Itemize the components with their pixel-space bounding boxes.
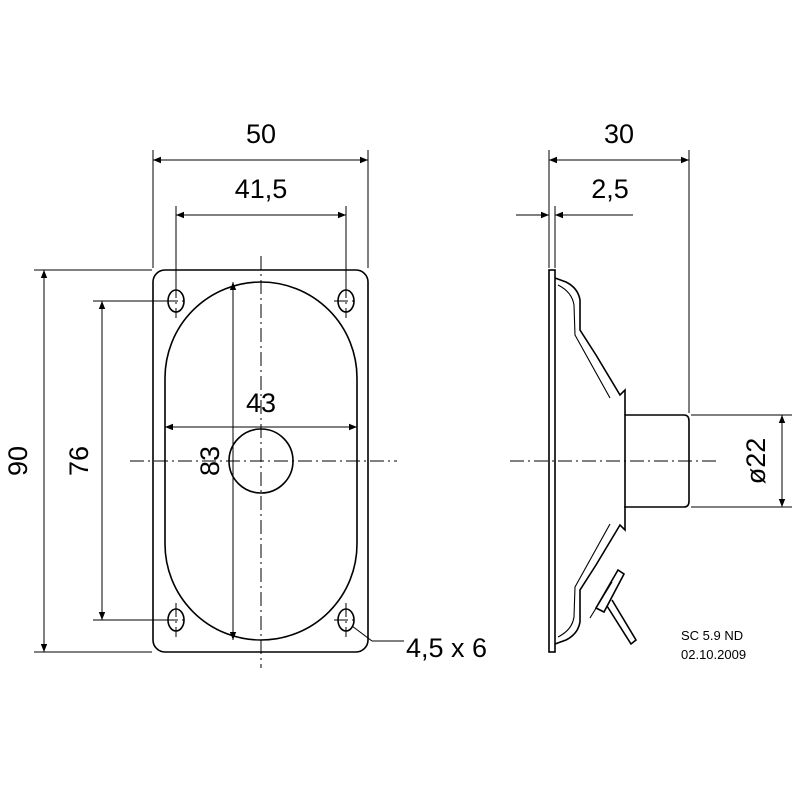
side-flange bbox=[548, 269, 556, 653]
dim-height-holes: 76 bbox=[64, 300, 174, 621]
speaker-cone bbox=[164, 281, 358, 641]
dim-label-43: 43 bbox=[246, 388, 276, 418]
speaker-frame bbox=[152, 269, 369, 653]
dim-label-83: 83 bbox=[195, 446, 225, 476]
dim-label-90: 90 bbox=[3, 446, 33, 476]
dim-magnet-diameter: ø22 bbox=[691, 414, 792, 508]
dim-height-outer: 90 bbox=[3, 269, 152, 653]
dim-label-2-5: 2,5 bbox=[591, 174, 629, 204]
dim-label-hole-size: 4,5 x 6 bbox=[406, 633, 487, 663]
basket-upper bbox=[554, 277, 626, 415]
terminal-tab bbox=[589, 568, 638, 646]
dim-label-50: 50 bbox=[246, 119, 276, 149]
dim-label-76: 76 bbox=[64, 446, 94, 476]
dim-label-diameter-22: ø22 bbox=[741, 438, 771, 485]
title-block: SC 5.9 ND 02.10.2009 bbox=[681, 628, 746, 662]
basket-lower bbox=[554, 506, 626, 645]
dim-label-41-5: 41,5 bbox=[235, 174, 288, 204]
dim-depth-total: 30 bbox=[548, 119, 690, 413]
dim-height-cone: 83 bbox=[195, 282, 237, 640]
model-label: SC 5.9 ND bbox=[681, 628, 743, 643]
magnet bbox=[624, 414, 690, 508]
dim-depth-flange: 2,5 bbox=[516, 174, 633, 268]
dim-label-30: 30 bbox=[604, 119, 634, 149]
dim-width-holes: 41,5 bbox=[175, 174, 347, 290]
side-view: 30 2,5 ø22 bbox=[510, 119, 792, 653]
front-view: 50 41,5 43 83 90 bbox=[3, 119, 487, 668]
hole-callout: 4,5 x 6 bbox=[351, 625, 487, 663]
dim-width-outer: 50 bbox=[152, 119, 369, 268]
dim-width-cone: 43 bbox=[165, 388, 357, 431]
date-label: 02.10.2009 bbox=[681, 647, 746, 662]
